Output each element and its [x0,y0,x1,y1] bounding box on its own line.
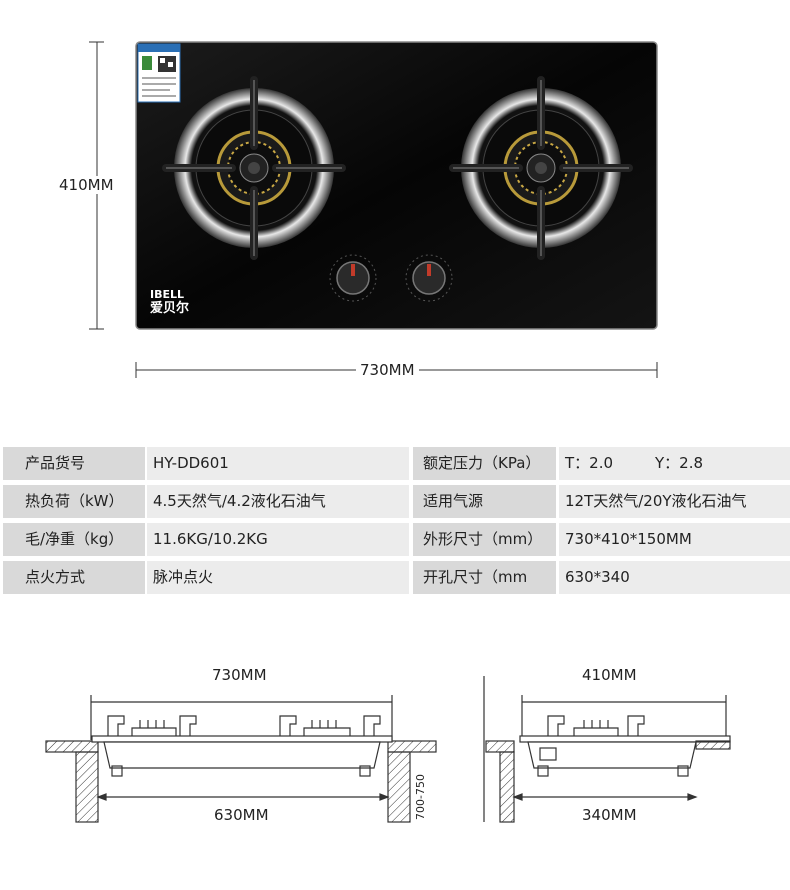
spec-value-t: T：2.0 [565,454,614,472]
spec-label: 毛/净重（kg） [3,523,145,556]
height-label: 410MM [59,176,114,194]
right-control-knob[interactable] [405,254,453,302]
spec-value: 730*410*150MM [559,523,790,556]
side-view-diagram [483,676,731,823]
spec-value: 12T天然气/20Y液化石油气 [559,485,790,518]
front-top-dimension-label: 730MM [208,666,271,684]
spec-value: T：2.0 Y：2.8 [559,447,790,480]
spec-value: 4.5天然气/4.2液化石油气 [147,485,409,518]
left-burner [162,76,346,260]
spec-label: 外形尺寸（mm） [413,523,556,556]
product-top-view: IBELL 爱贝尔 [89,41,658,378]
energy-label-sticker [137,43,181,103]
side-top-dimension-label: 410MM [578,666,641,684]
spec-label: 产品货号 [3,447,145,480]
spec-label: 适用气源 [413,485,556,518]
spec-value: 脉冲点火 [147,561,409,594]
spec-label: 开孔尺寸（mm [413,561,556,594]
width-label: 730MM [356,361,419,379]
left-control-knob[interactable] [329,254,377,302]
installation-diagram [45,676,731,823]
spec-value-y: Y：2.8 [655,454,704,472]
cabinet-height-label: 700-750 [414,774,427,820]
brand-logo-en: IBELL [150,288,184,301]
right-burner [449,76,633,260]
spec-label: 额定压力（KPa） [413,447,556,480]
side-bottom-dimension-label: 340MM [578,806,641,824]
brand-logo-cn: 爱贝尔 [150,300,189,316]
spec-label: 热负荷（kW） [3,485,145,518]
front-bottom-dimension-label: 630MM [210,806,273,824]
spec-value: HY-DD601 [147,447,409,480]
spec-label: 点火方式 [3,561,145,594]
spec-value: 11.6KG/10.2KG [147,523,409,556]
spec-value: 630*340 [559,561,790,594]
front-view-diagram [45,695,437,823]
